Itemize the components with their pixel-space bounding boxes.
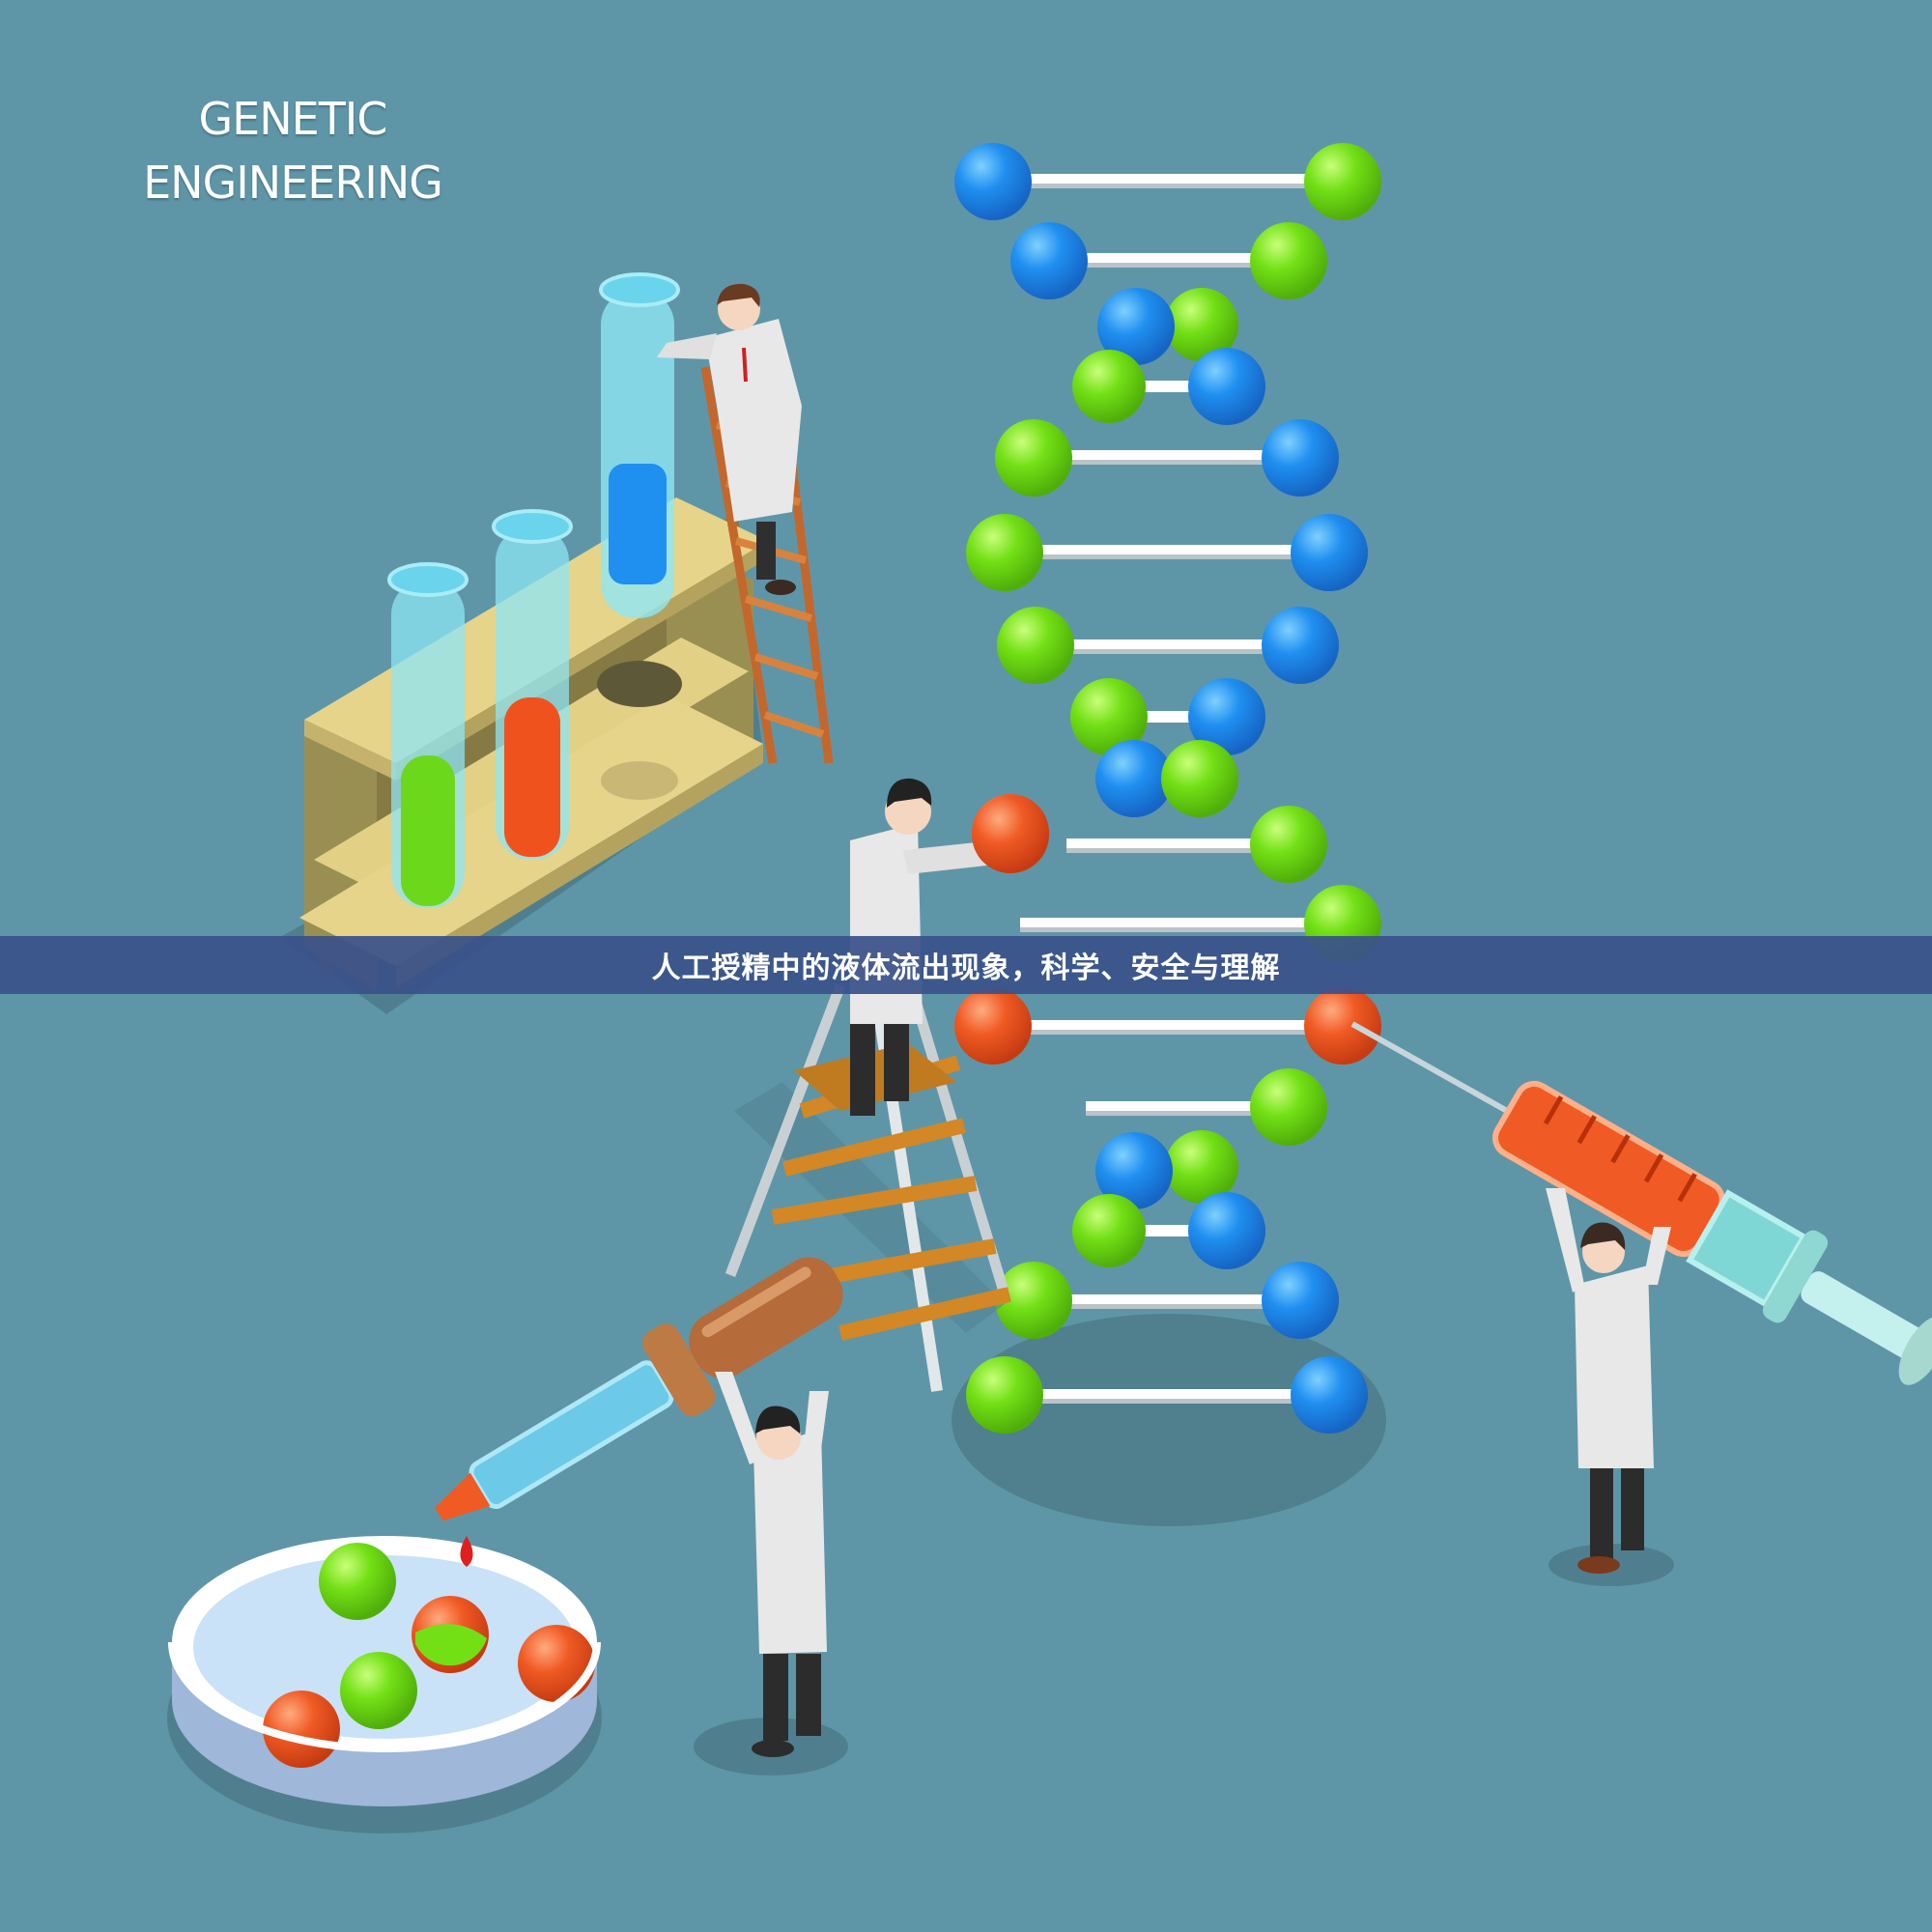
scientist-at-rack	[657, 283, 802, 595]
test-tube-green	[387, 562, 469, 908]
caption-text: 人工授精中的液体流出现象，科学、安全与理解	[651, 952, 1281, 985]
title-line-2: ENGINEERING	[143, 156, 443, 209]
scientist-with-pipette	[694, 1372, 848, 1776]
test-tubes	[387, 272, 680, 908]
petri-dish	[167, 1536, 602, 1833]
dna-shadow	[952, 1314, 1386, 1526]
syringe	[1350, 1021, 1932, 1385]
test-tube-orange	[492, 509, 573, 860]
caption-band: 人工授精中的液体流出现象，科学、安全与理解	[0, 936, 1932, 994]
title-line-1: GENETIC	[198, 93, 388, 145]
dna-helix	[954, 143, 1381, 1434]
poster-title: GENETIC ENGINEERING	[143, 87, 443, 214]
scientist-with-syringe	[1546, 1188, 1674, 1586]
test-tube-blue	[599, 272, 680, 618]
pipette	[435, 1257, 843, 1567]
dna-nucleotides	[954, 143, 1381, 1434]
